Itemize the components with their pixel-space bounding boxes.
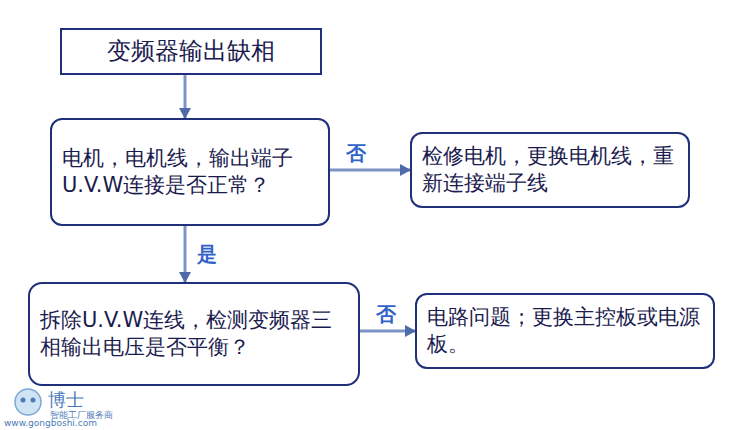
- node-text: 变频器输出缺相: [107, 36, 275, 67]
- node-text: 电机，电机线，输出端子U.V.W连接是否正常？: [62, 145, 318, 200]
- node-text: 拆除U.V.W连线，检测变频器三相输出电压是否平衡？: [40, 307, 348, 362]
- edge-label: 是: [195, 243, 219, 265]
- flow-arrow: [184, 75, 187, 118]
- flow-arrow: [360, 330, 415, 333]
- watermark-url: www.gongboshi.com: [4, 418, 97, 428]
- edge-label: 否: [344, 142, 368, 164]
- node-text: 检修电机，更换电机线，重新连接端子线: [422, 143, 678, 198]
- edge-label: 否: [374, 303, 398, 325]
- watermark-brand: 博士: [48, 388, 84, 412]
- action-box: 电路问题；更换主控板或电源板。: [415, 293, 715, 369]
- robot-icon: [15, 389, 41, 415]
- start-box: 变频器输出缺相: [60, 28, 322, 75]
- robot-eye: [31, 398, 36, 403]
- node-text: 电路问题；更换主控板或电源板。: [427, 304, 703, 359]
- decision-box: 电机，电机线，输出端子U.V.W连接是否正常？: [50, 118, 330, 226]
- flow-arrow: [184, 226, 187, 282]
- robot-eye: [21, 398, 26, 403]
- flow-arrow: [330, 169, 410, 172]
- action-box: 检修电机，更换电机线，重新连接端子线: [410, 132, 690, 208]
- decision-box: 拆除U.V.W连线，检测变频器三相输出电压是否平衡？: [28, 282, 360, 386]
